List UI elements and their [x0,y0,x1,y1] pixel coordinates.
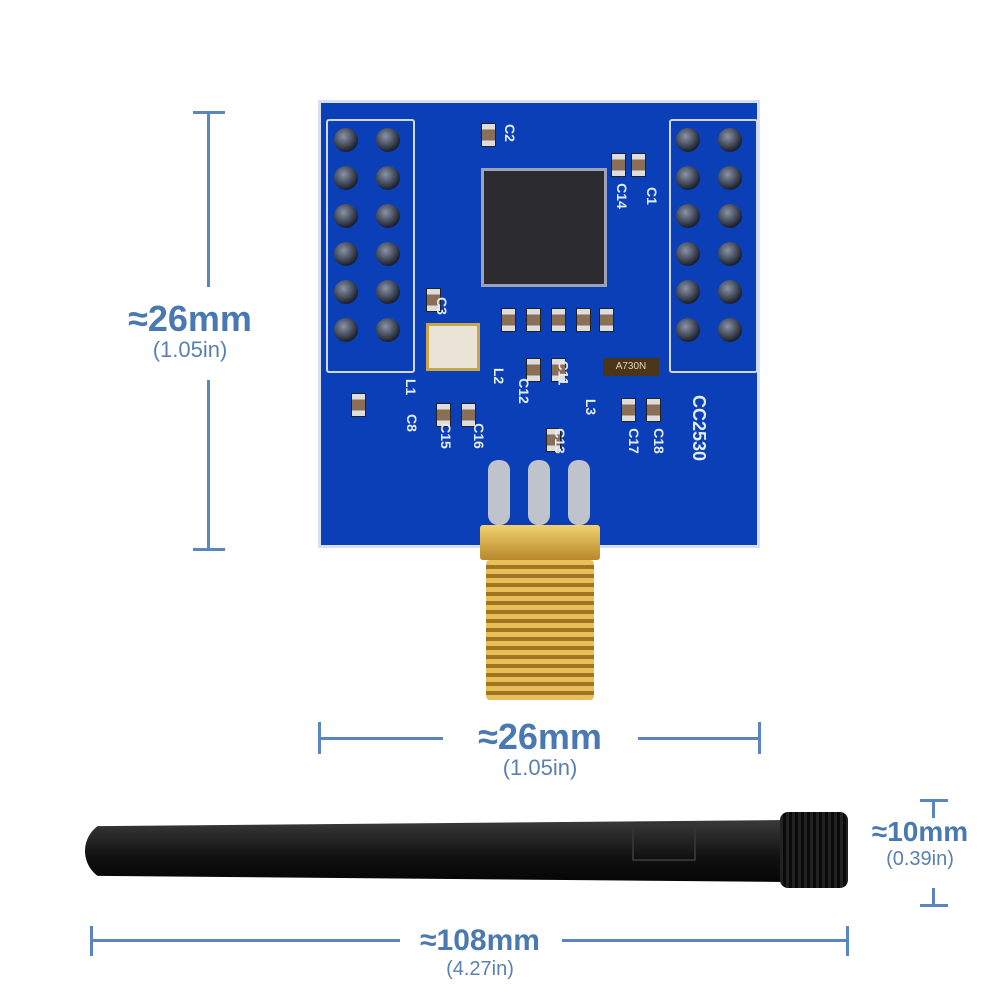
length-line-right [562,939,848,942]
header-pin [676,204,700,228]
length-cap-left [90,926,93,956]
header-pin [718,280,742,304]
smd-component [526,308,541,332]
header-pin [718,128,742,152]
width-dimension-cap-right [758,722,761,754]
sma-thread [486,560,594,700]
smd-component [426,288,441,312]
header-pin [334,242,358,266]
width-in: (1.05in) [502,755,578,780]
sma-pin [568,460,590,525]
model-label: CC2530 [689,395,709,462]
sma-pin [488,460,510,525]
header-pin [676,128,700,152]
silkscreen-label: C14 [613,183,630,209]
header-pin [718,242,742,266]
silkscreen-label: C8 [403,414,420,432]
height-mm: ≈26mm [128,298,252,339]
antenna-hinge [632,822,696,861]
smd-component [546,428,561,452]
smd-component [576,308,591,332]
width-mm: ≈26mm [478,716,602,757]
length-cap-right [846,926,849,956]
width-dimension-line-right [638,737,760,740]
silkscreen-label: C1 [643,187,660,205]
header-pin [334,280,358,304]
crystal-oscillator [426,323,480,371]
smd-component [351,393,366,417]
silkscreen-label: C17 [625,428,642,454]
diameter-in: (0.39in) [886,848,954,870]
header-pin [718,166,742,190]
smd-component [551,358,566,382]
smd-component [501,308,516,332]
header-pin [676,318,700,342]
diameter-dimension-label: ≈10mm (0.39in) [845,817,995,871]
silkscreen-label: C15 [437,423,454,449]
smd-component [599,308,614,332]
right-pin-header [669,119,758,373]
header-pin [376,204,400,228]
height-dimension-line-top [207,112,210,287]
height-dimension-cap-top [193,111,225,114]
smd-component [461,403,476,427]
width-dimension-label: ≈26mm (1.05in) [450,718,630,780]
silkscreen-label: C13 [551,428,568,454]
diameter-mm: ≈10mm [871,816,969,847]
smd-component [631,153,646,177]
height-in: (1.05in) [152,337,228,362]
length-in: (4.27in) [446,958,514,980]
header-pin [718,204,742,228]
diameter-line-top [932,800,935,818]
smd-component [611,153,626,177]
header-pin [376,128,400,152]
silkscreen-label: C11 [555,360,572,386]
left-pin-header [326,119,415,373]
header-pin [676,280,700,304]
header-pin [376,242,400,266]
header-pin [376,318,400,342]
inductor: A730N [603,358,659,376]
header-pin [334,318,358,342]
smd-component [646,398,661,422]
silkscreen-label: C18 [650,428,667,454]
header-pin [334,166,358,190]
smd-component [621,398,636,422]
diameter-cap-top [920,799,948,802]
header-pin [676,166,700,190]
silkscreen-label: C12 [515,378,532,404]
header-pin [718,318,742,342]
silkscreen-label: C3 [433,297,450,315]
silkscreen-label: C2 [501,124,518,142]
height-dimension-line-bottom [207,380,210,550]
height-dimension-cap-bottom [193,548,225,551]
length-dimension-label: ≈108mm (4.27in) [395,925,565,981]
silkscreen-label: L1 [403,378,420,396]
diameter-cap-bottom [920,904,948,907]
smd-component [436,403,451,427]
length-line-left [90,939,400,942]
header-pin [334,128,358,152]
silkscreen-label: L2 [491,367,508,385]
silkscreen-label: C16 [470,423,487,449]
sma-pin [528,460,550,525]
header-pin [334,204,358,228]
smd-component [481,123,496,147]
width-dimension-line-left [318,737,443,740]
cc2530-chip [481,168,607,287]
height-dimension-label: ≈26mm (1.05in) [100,300,280,362]
diameter-line-bottom [932,888,935,906]
silkscreen-label: L3 [583,398,600,416]
smd-component [526,358,541,382]
smd-component [551,308,566,332]
sma-connector [480,525,600,560]
width-dimension-cap-left [318,722,321,754]
header-pin [676,242,700,266]
header-pin [376,280,400,304]
antenna-connector [780,812,848,888]
length-mm: ≈108mm [420,924,540,957]
antenna [85,820,785,882]
header-pin [376,166,400,190]
